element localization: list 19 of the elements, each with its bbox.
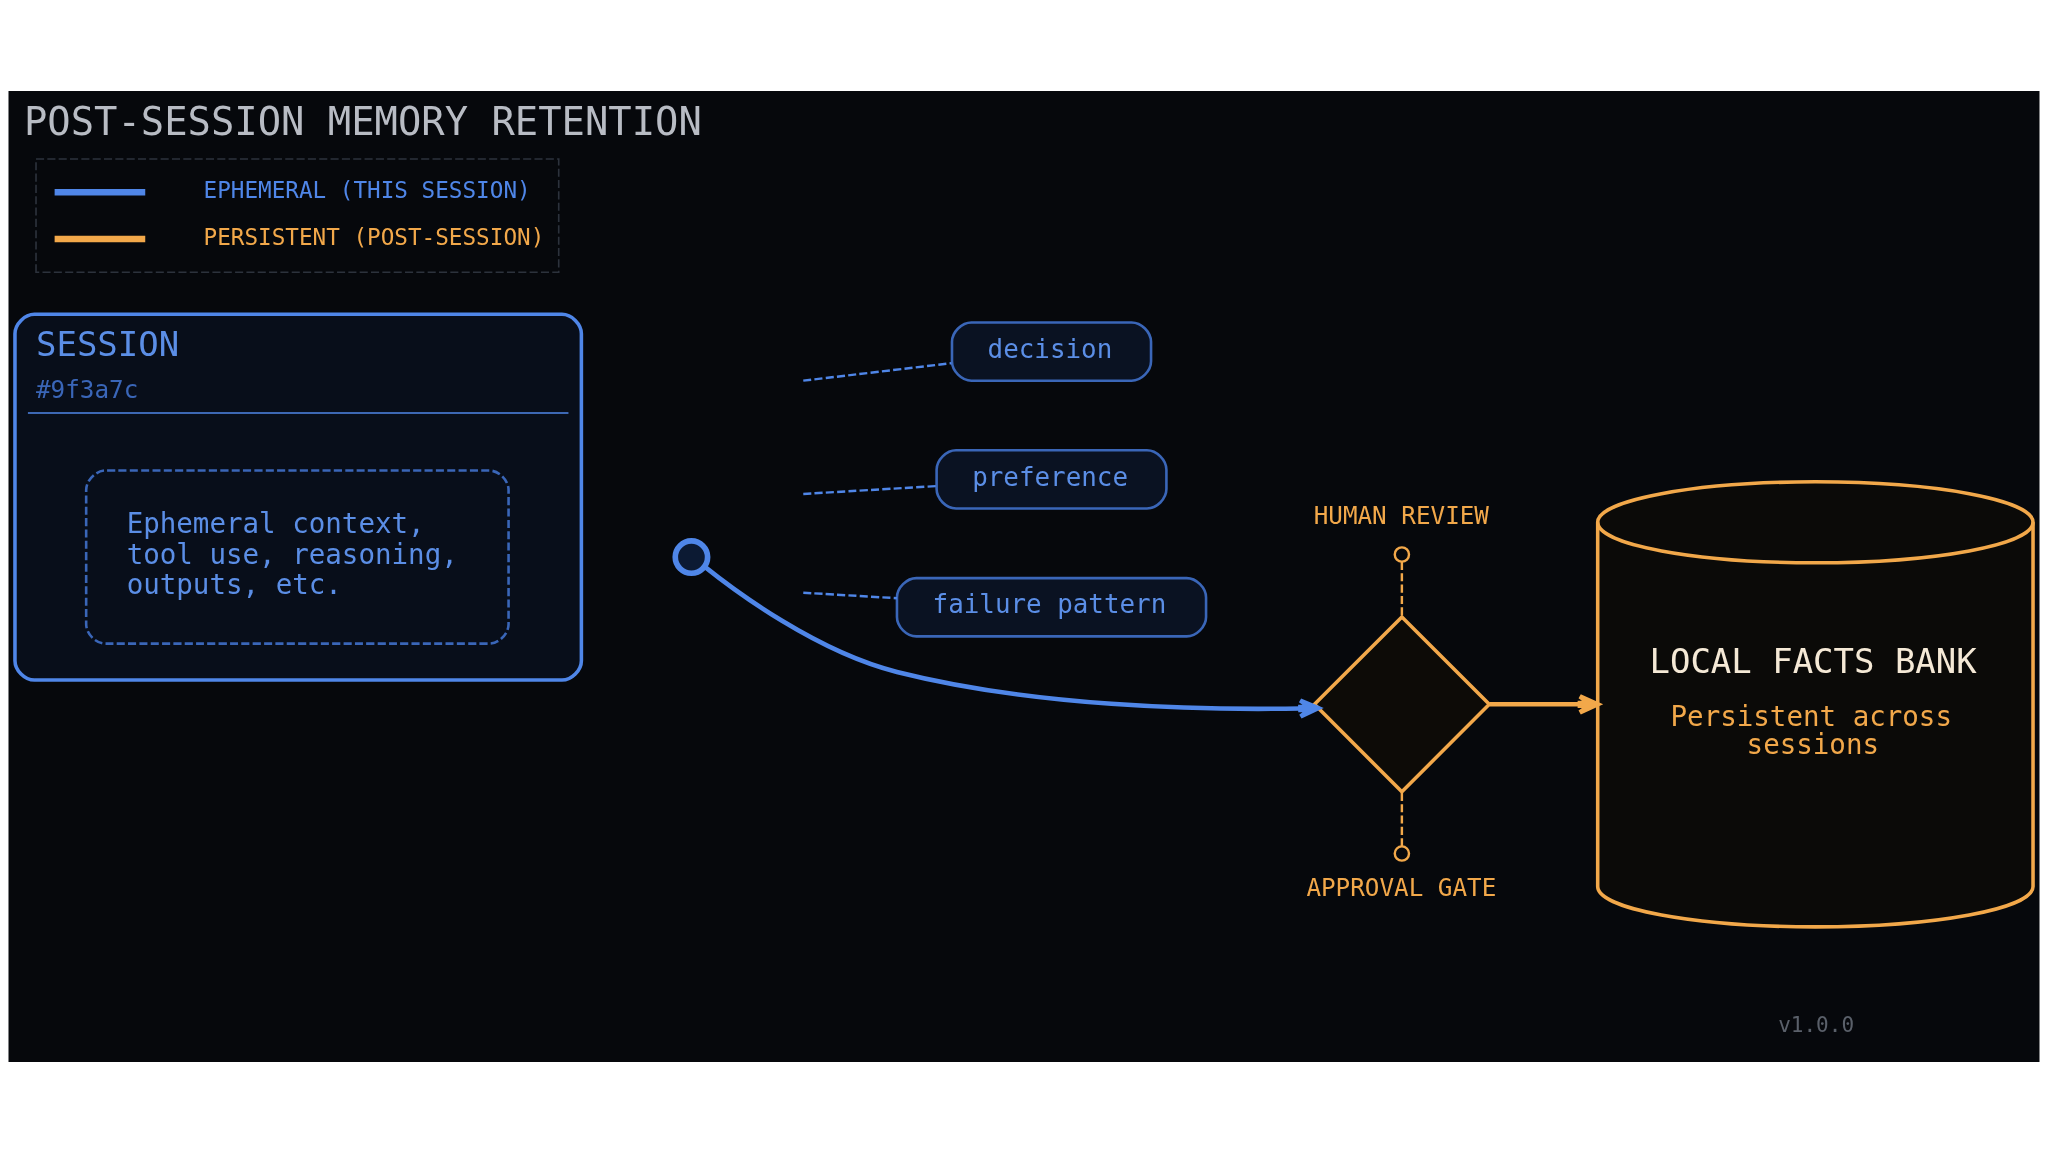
legend-label: EPHEMERAL (THIS SESSION) [203, 176, 531, 203]
node-text: HUMAN REVIEW [1313, 500, 1489, 530]
connector [1393, 791, 1411, 862]
legend-label: PERSISTENT (POST-SESSION) [203, 223, 545, 250]
node-text: APPROVAL GATE [1306, 872, 1497, 902]
diagram-title: POST-SESSION MEMORY RETENTION [23, 98, 702, 144]
node-diamond [1311, 613, 1492, 794]
node-box: failure pattern [895, 576, 1208, 638]
arrow [1489, 693, 1600, 715]
node-circle [672, 537, 711, 576]
label: v1.0.0 [1778, 1011, 1855, 1037]
arrow [703, 564, 1321, 719]
connector [803, 361, 952, 382]
connector [1393, 545, 1411, 616]
connector [803, 484, 937, 495]
node-box: preference [935, 448, 1168, 510]
connector [803, 591, 897, 599]
node-box: Ephemeral context, tool use, reasoning, outputs, etc. [84, 468, 510, 645]
node-box: decision [950, 320, 1153, 382]
